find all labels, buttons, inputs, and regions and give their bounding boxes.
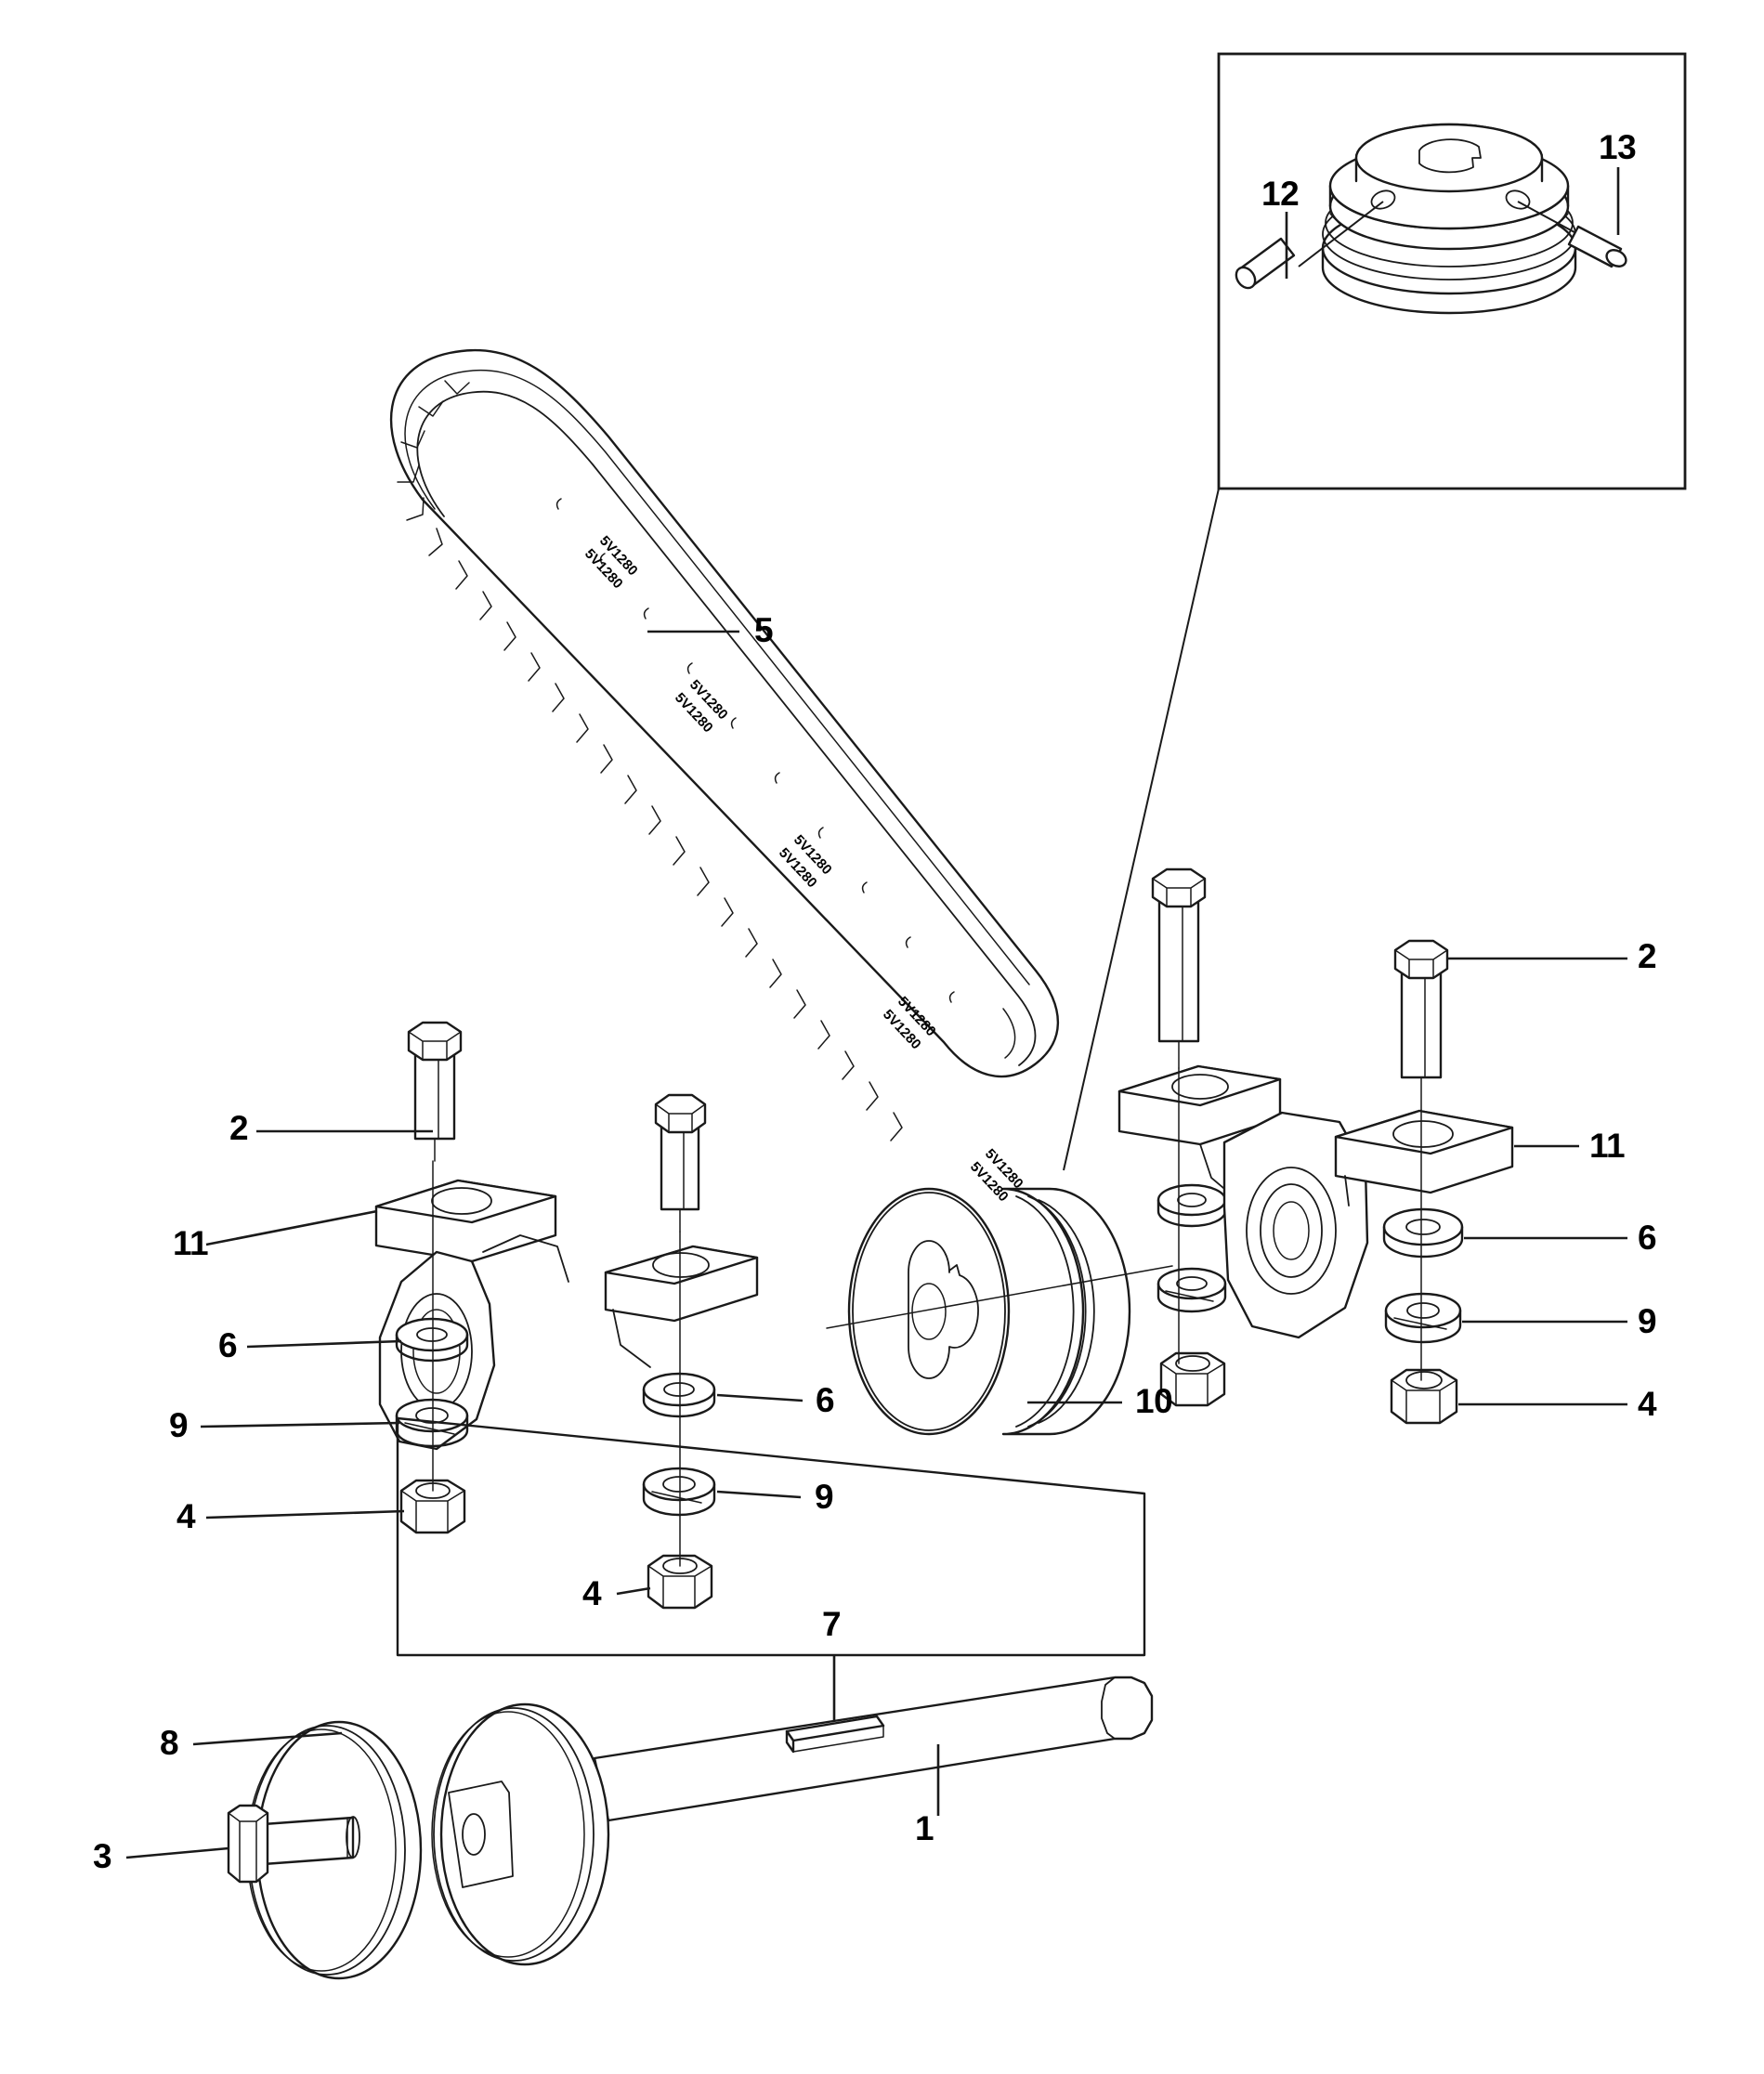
pillow-block-left-rear bbox=[604, 1245, 759, 1368]
callout-9-left-rear: 9 bbox=[815, 1478, 834, 1516]
shaft-key bbox=[785, 1715, 885, 1754]
hub-detail-drawing bbox=[1235, 123, 1627, 315]
callout-13: 13 bbox=[1599, 128, 1637, 166]
callout-2-right: 2 bbox=[1638, 937, 1657, 975]
pillow-block-right-front bbox=[1334, 1109, 1514, 1207]
left-bracket-assembly bbox=[374, 1021, 759, 1610]
hex-bolt-left-front bbox=[407, 1021, 463, 1162]
right-bracket-assembly bbox=[1117, 867, 1514, 1425]
callout-11-left: 11 bbox=[173, 1224, 209, 1262]
callout-7: 7 bbox=[822, 1605, 842, 1643]
hex-nut-right-front bbox=[1390, 1368, 1458, 1425]
flat-washer-right-front bbox=[1382, 1207, 1464, 1259]
callout-6-left-rear: 6 bbox=[816, 1381, 835, 1419]
belt-sidewall-1 bbox=[404, 369, 1030, 985]
dowel-pin-12-body bbox=[1235, 237, 1296, 290]
callout-8: 8 bbox=[160, 1724, 179, 1762]
callout-4-left-rear: 4 bbox=[582, 1574, 602, 1612]
belt-outer-band bbox=[389, 348, 1060, 1078]
callout-6-left-front: 6 bbox=[218, 1326, 238, 1364]
pillow-block-right-body bbox=[1222, 1111, 1369, 1339]
callout-6-right: 6 bbox=[1638, 1219, 1657, 1257]
detail-box-frame bbox=[1217, 52, 1687, 490]
callout-10: 10 bbox=[1135, 1382, 1173, 1420]
callout-2-left: 2 bbox=[229, 1109, 249, 1147]
idler-pulley-group bbox=[826, 1187, 1173, 1436]
callout-4-right: 4 bbox=[1638, 1385, 1657, 1423]
belt-inner-edge bbox=[416, 390, 1037, 1066]
callout-1: 1 bbox=[915, 1809, 934, 1847]
callout-3: 3 bbox=[93, 1837, 112, 1875]
belt-outer-ticks bbox=[555, 498, 955, 1003]
lock-washer-right-rear bbox=[1156, 1267, 1227, 1313]
flat-washer-left-front bbox=[395, 1317, 469, 1363]
pillow-block-right-rear bbox=[1117, 1064, 1282, 1199]
callout-11-right: 11 bbox=[1589, 1127, 1626, 1165]
hex-bolt-left-rear bbox=[654, 1093, 707, 1233]
belt-cog-teeth bbox=[397, 380, 903, 1141]
callout-leaders bbox=[125, 630, 1627, 1859]
hex-bolt-right-rear bbox=[1151, 867, 1207, 1069]
drive-shaft-body bbox=[593, 1676, 1154, 1822]
v-belt-group bbox=[389, 348, 1060, 1141]
hex-nut-right-rear bbox=[1159, 1351, 1226, 1407]
shaft-pulley-rear bbox=[431, 1702, 610, 1966]
flat-washer-right-rear bbox=[1156, 1183, 1227, 1228]
mounting-plate-panel bbox=[396, 1416, 1146, 1657]
hex-nut-left-rear bbox=[647, 1554, 713, 1610]
detail-box-leader-line bbox=[1063, 488, 1220, 1171]
belt-sidewall-2 bbox=[1002, 1008, 1016, 1059]
hex-head-cap-screw bbox=[227, 1804, 360, 1884]
hex-bolt-right-front bbox=[1393, 939, 1449, 1111]
dowel-pin-13-body bbox=[1567, 225, 1627, 268]
shaft-assembly bbox=[227, 1676, 1154, 1980]
callout-12: 12 bbox=[1261, 175, 1300, 213]
lock-washer-left-rear bbox=[642, 1467, 716, 1517]
flat-washer-left-rear bbox=[642, 1372, 716, 1418]
lock-washer-right-front bbox=[1384, 1292, 1462, 1344]
callout-9-right: 9 bbox=[1638, 1302, 1657, 1340]
callout-5: 5 bbox=[754, 611, 774, 649]
detail-box-group bbox=[1063, 52, 1687, 1171]
callout-4-left-front: 4 bbox=[176, 1497, 196, 1535]
callout-9-left-front: 9 bbox=[169, 1406, 189, 1444]
